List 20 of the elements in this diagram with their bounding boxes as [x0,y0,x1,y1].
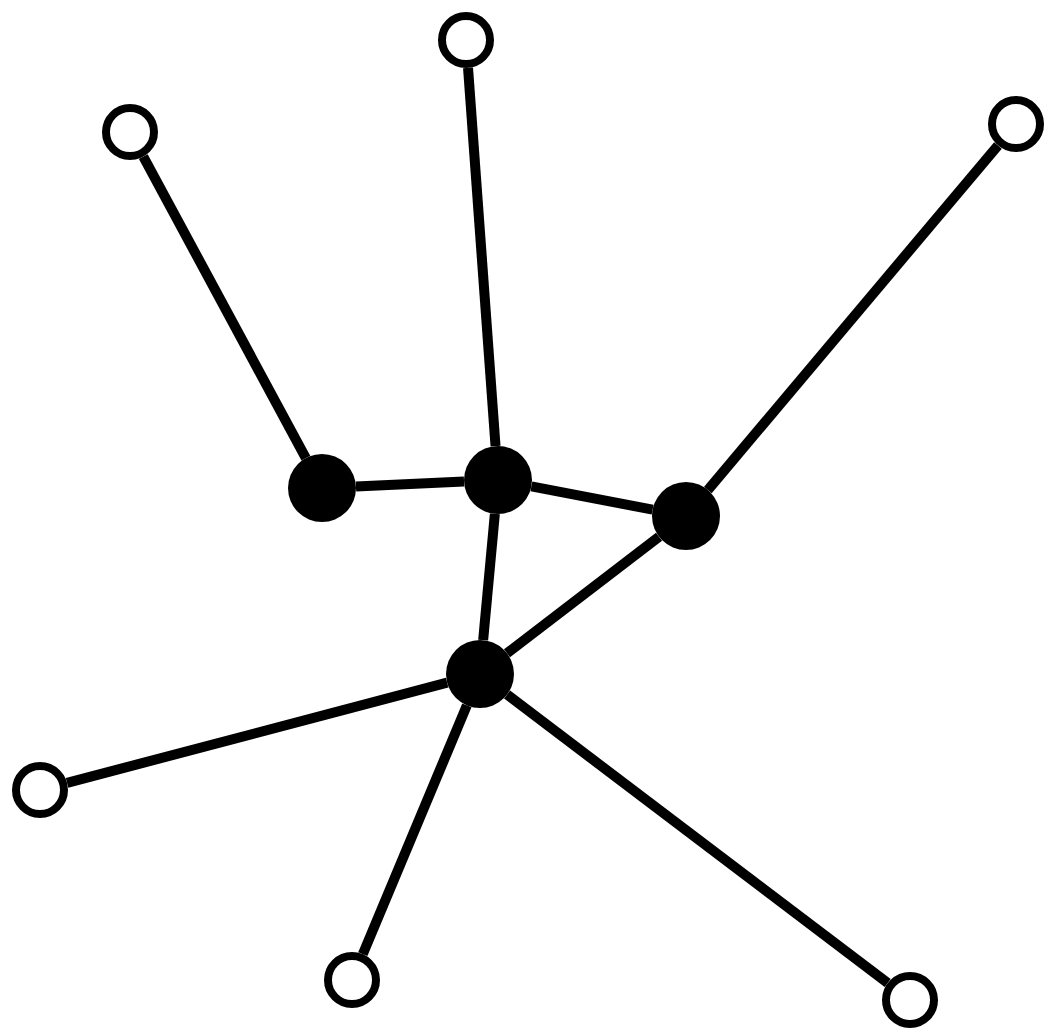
open-circle-node [882,972,938,1028]
filled-dot-node [464,446,532,514]
connector-line [504,690,891,988]
connector-line [503,532,663,658]
connector-line [65,677,449,788]
open-circle-node [102,104,158,160]
open-circle-node [12,762,68,818]
connector-line [530,481,654,515]
connector-line [138,154,311,461]
filled-dot-node [652,482,720,550]
filled-dot-node [446,640,514,708]
open-circle-node [438,12,494,68]
connector-line [478,513,500,641]
connector-line [358,703,472,957]
connector-line [463,67,501,447]
open-circle-node [324,952,380,1008]
connector-line [355,476,465,492]
open-circle-node [988,96,1044,152]
filled-dot-node [288,454,356,522]
connector-line [704,142,1002,494]
